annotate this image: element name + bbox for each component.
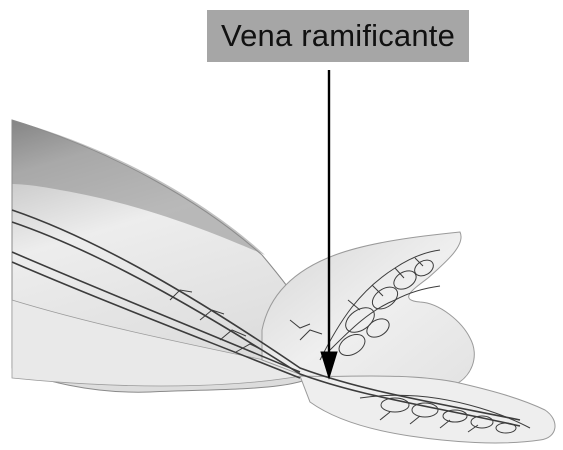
callout-label: Vena ramificante: [221, 18, 455, 54]
callout-label-box: Vena ramificante: [207, 10, 469, 62]
